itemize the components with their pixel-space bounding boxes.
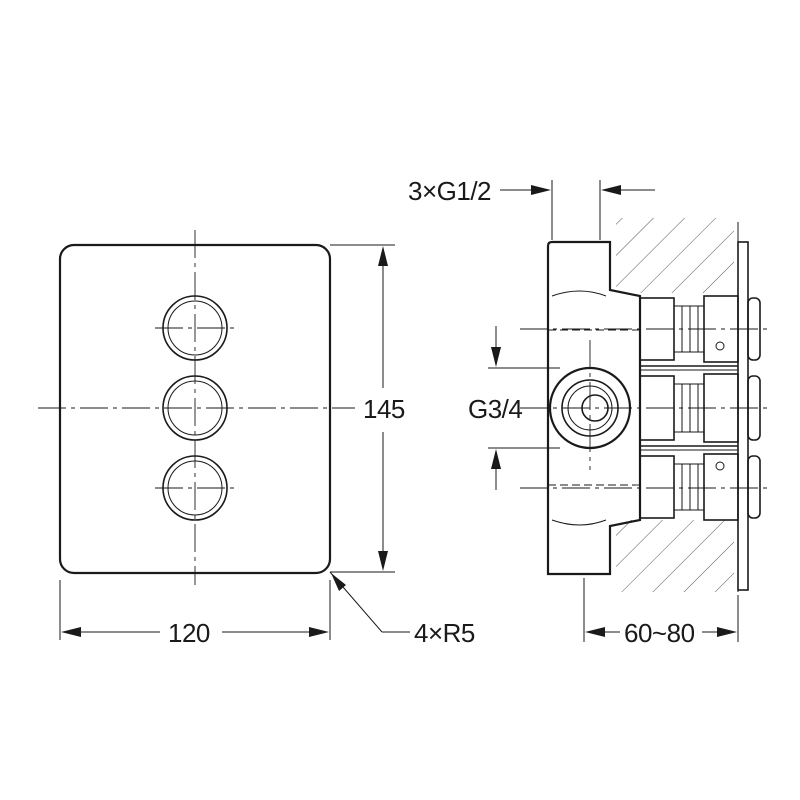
tie-rods bbox=[640, 341, 738, 471]
inlet-label: 3×G1/2 bbox=[408, 176, 491, 206]
button-middle bbox=[162, 375, 228, 441]
height-label: 145 bbox=[363, 394, 405, 424]
cartridge-bottom bbox=[639, 453, 761, 521]
mounting-plate bbox=[737, 241, 749, 591]
valve-body bbox=[546, 240, 642, 576]
side-view: 3×G1/2 G3/4 60~80 bbox=[408, 176, 770, 648]
height-dimension bbox=[330, 244, 395, 573]
width-label: 120 bbox=[168, 618, 210, 648]
wall-hatching bbox=[616, 218, 739, 592]
front-view: 145 120 4×R5 bbox=[38, 230, 475, 648]
button-bottom bbox=[155, 455, 235, 521]
radius-label: 4×R5 bbox=[414, 618, 475, 648]
depth-label: 60~80 bbox=[624, 618, 695, 648]
depth-dimension bbox=[583, 578, 739, 642]
outlet-label: G3/4 bbox=[468, 394, 522, 424]
button-top bbox=[155, 295, 235, 361]
width-dimension bbox=[59, 580, 331, 640]
inlet-dimension bbox=[500, 180, 655, 240]
radius-leader bbox=[329, 571, 410, 633]
outlet-dimension bbox=[488, 326, 560, 490]
